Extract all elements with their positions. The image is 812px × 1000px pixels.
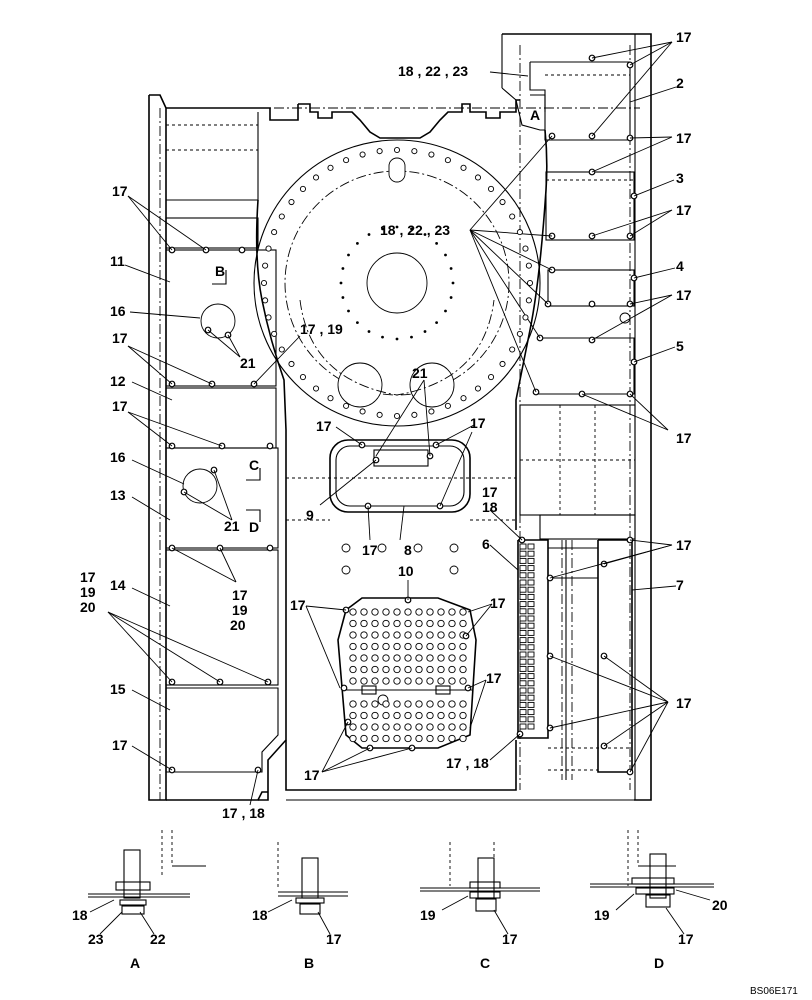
panel-13 — [165, 447, 279, 549]
detail-a-23: 23 — [88, 931, 104, 947]
detail-a-22: 22 — [150, 931, 166, 947]
detail-d-caption: D — [654, 955, 664, 971]
detail-b-17: 17 — [326, 931, 342, 947]
detail-b-18: 18 — [252, 907, 268, 923]
callout-18-22-23-top: 18 , 22 , 23 — [398, 63, 468, 79]
callout-17-left-d: 17 — [80, 569, 96, 585]
callout-17-panel7: 17 — [676, 537, 692, 553]
callout-9: 9 — [306, 507, 314, 523]
callout-2: 2 — [676, 75, 684, 91]
detail-c-caption: C — [480, 955, 490, 971]
terminal-strip — [519, 543, 535, 730]
callout-11: 11 — [110, 253, 125, 269]
detail-d-19: 19 — [594, 907, 610, 923]
callout-17-grille-l: 17 — [290, 597, 306, 613]
callout-17-panel3: 17 — [676, 202, 692, 218]
callout-4: 4 — [676, 258, 684, 274]
callout-18-22-23-mid: 18 , 22 , 23 — [380, 222, 450, 238]
section-a-text: A — [530, 107, 540, 123]
detail-a-18: 18 — [72, 907, 88, 923]
section-c-text: C — [249, 457, 259, 473]
callout-17-18-left: 17 , 18 — [222, 805, 265, 821]
callout-17-left-a: 17 — [112, 183, 128, 199]
drawing-code: BS06E171 — [750, 986, 798, 997]
callout-20-mid-d: 20 — [230, 617, 246, 633]
callout-17-panel6: 17 — [482, 484, 498, 500]
panel-14 — [165, 549, 279, 686]
frame-outline — [148, 33, 652, 801]
detail-c-17: 17 — [502, 931, 518, 947]
callout-17-panel4: 17 — [676, 287, 692, 303]
grille-holes — [349, 608, 467, 743]
callout-17-grille-r: 17 — [490, 595, 506, 611]
callout-labels: 17 18 , 22 , 23 2 17 3 17 18 , 22 , 23 4… — [80, 29, 692, 821]
detail-a-caption: A — [130, 955, 140, 971]
callout-17-panel2: 17 — [676, 130, 692, 146]
callout-13: 13 — [110, 487, 126, 503]
callout-21-a: 21 — [240, 355, 256, 371]
callout-17-top: 17 — [676, 29, 692, 45]
detail-d-20: 20 — [712, 897, 728, 913]
panel-12 — [165, 387, 277, 449]
detail-b: 18 17 B — [252, 842, 348, 971]
callout-6: 6 — [482, 536, 490, 552]
panel-3 — [545, 171, 635, 241]
interior-dashes — [286, 477, 516, 521]
callout-8: 8 — [404, 542, 412, 558]
callout-19-mid-d: 19 — [232, 602, 248, 618]
callout-21-b: 21 — [224, 518, 240, 534]
flange-bolt-holes — [260, 146, 534, 420]
callout-15: 15 — [110, 681, 126, 697]
callout-17-panel5: 17 — [676, 430, 692, 446]
flywheel-housing — [253, 139, 541, 427]
callout-7: 7 — [676, 577, 684, 593]
callout-17-center-b: 17 — [470, 415, 486, 431]
section-b-text: B — [215, 263, 225, 279]
panel-5 — [538, 337, 635, 395]
callout-17-panel7-b: 17 — [676, 695, 692, 711]
callout-12: 12 — [110, 373, 126, 389]
section-mark-a: A — [530, 94, 546, 123]
small-holes — [341, 543, 459, 575]
callout-18-panel6: 18 — [482, 499, 498, 515]
panel-6-7 — [517, 514, 636, 780]
leader-lines — [107, 41, 677, 806]
detail-d: 19 20 17 D — [590, 830, 728, 971]
section-mark-b: B — [212, 263, 227, 285]
panel-8 — [329, 439, 471, 513]
callout-3: 3 — [676, 170, 684, 186]
panel-15 — [165, 687, 279, 773]
section-d-text: D — [249, 519, 259, 535]
detail-c: 19 17 C — [420, 842, 540, 971]
callout-19-left-d: 19 — [80, 584, 96, 600]
callout-17-left-c: 17 — [112, 398, 128, 414]
callout-17-grille-b: 17 — [304, 767, 320, 783]
callout-17-center-c: 17 — [362, 542, 378, 558]
callout-21-c: 21 — [412, 365, 428, 381]
detail-c-19: 19 — [420, 907, 436, 923]
callout-20-left-d: 20 — [80, 599, 96, 615]
section-mark-d: D — [246, 509, 261, 535]
detail-d-17: 17 — [678, 931, 694, 947]
callout-16-b: 16 — [110, 449, 126, 465]
callout-17-left-b: 17 — [112, 330, 128, 346]
callout-17-19: 17 , 19 — [300, 321, 343, 337]
callout-17-mid-d: 17 — [232, 587, 248, 603]
callout-10: 10 — [398, 563, 414, 579]
panel-4 — [547, 269, 635, 324]
callout-5: 5 — [676, 338, 684, 354]
right-mid-box — [519, 404, 636, 516]
callout-17-center-a: 17 — [316, 418, 332, 434]
callout-17-left-e: 17 — [112, 737, 128, 753]
section-mark-c: C — [246, 457, 261, 481]
detail-a: 18 23 22 A — [72, 830, 206, 971]
callout-17-18-right: 17 , 18 — [446, 755, 489, 771]
callout-17-grille-r2: 17 — [486, 670, 502, 686]
callout-14: 14 — [110, 577, 126, 593]
detail-b-caption: B — [304, 955, 314, 971]
callout-16-a: 16 — [110, 303, 126, 319]
